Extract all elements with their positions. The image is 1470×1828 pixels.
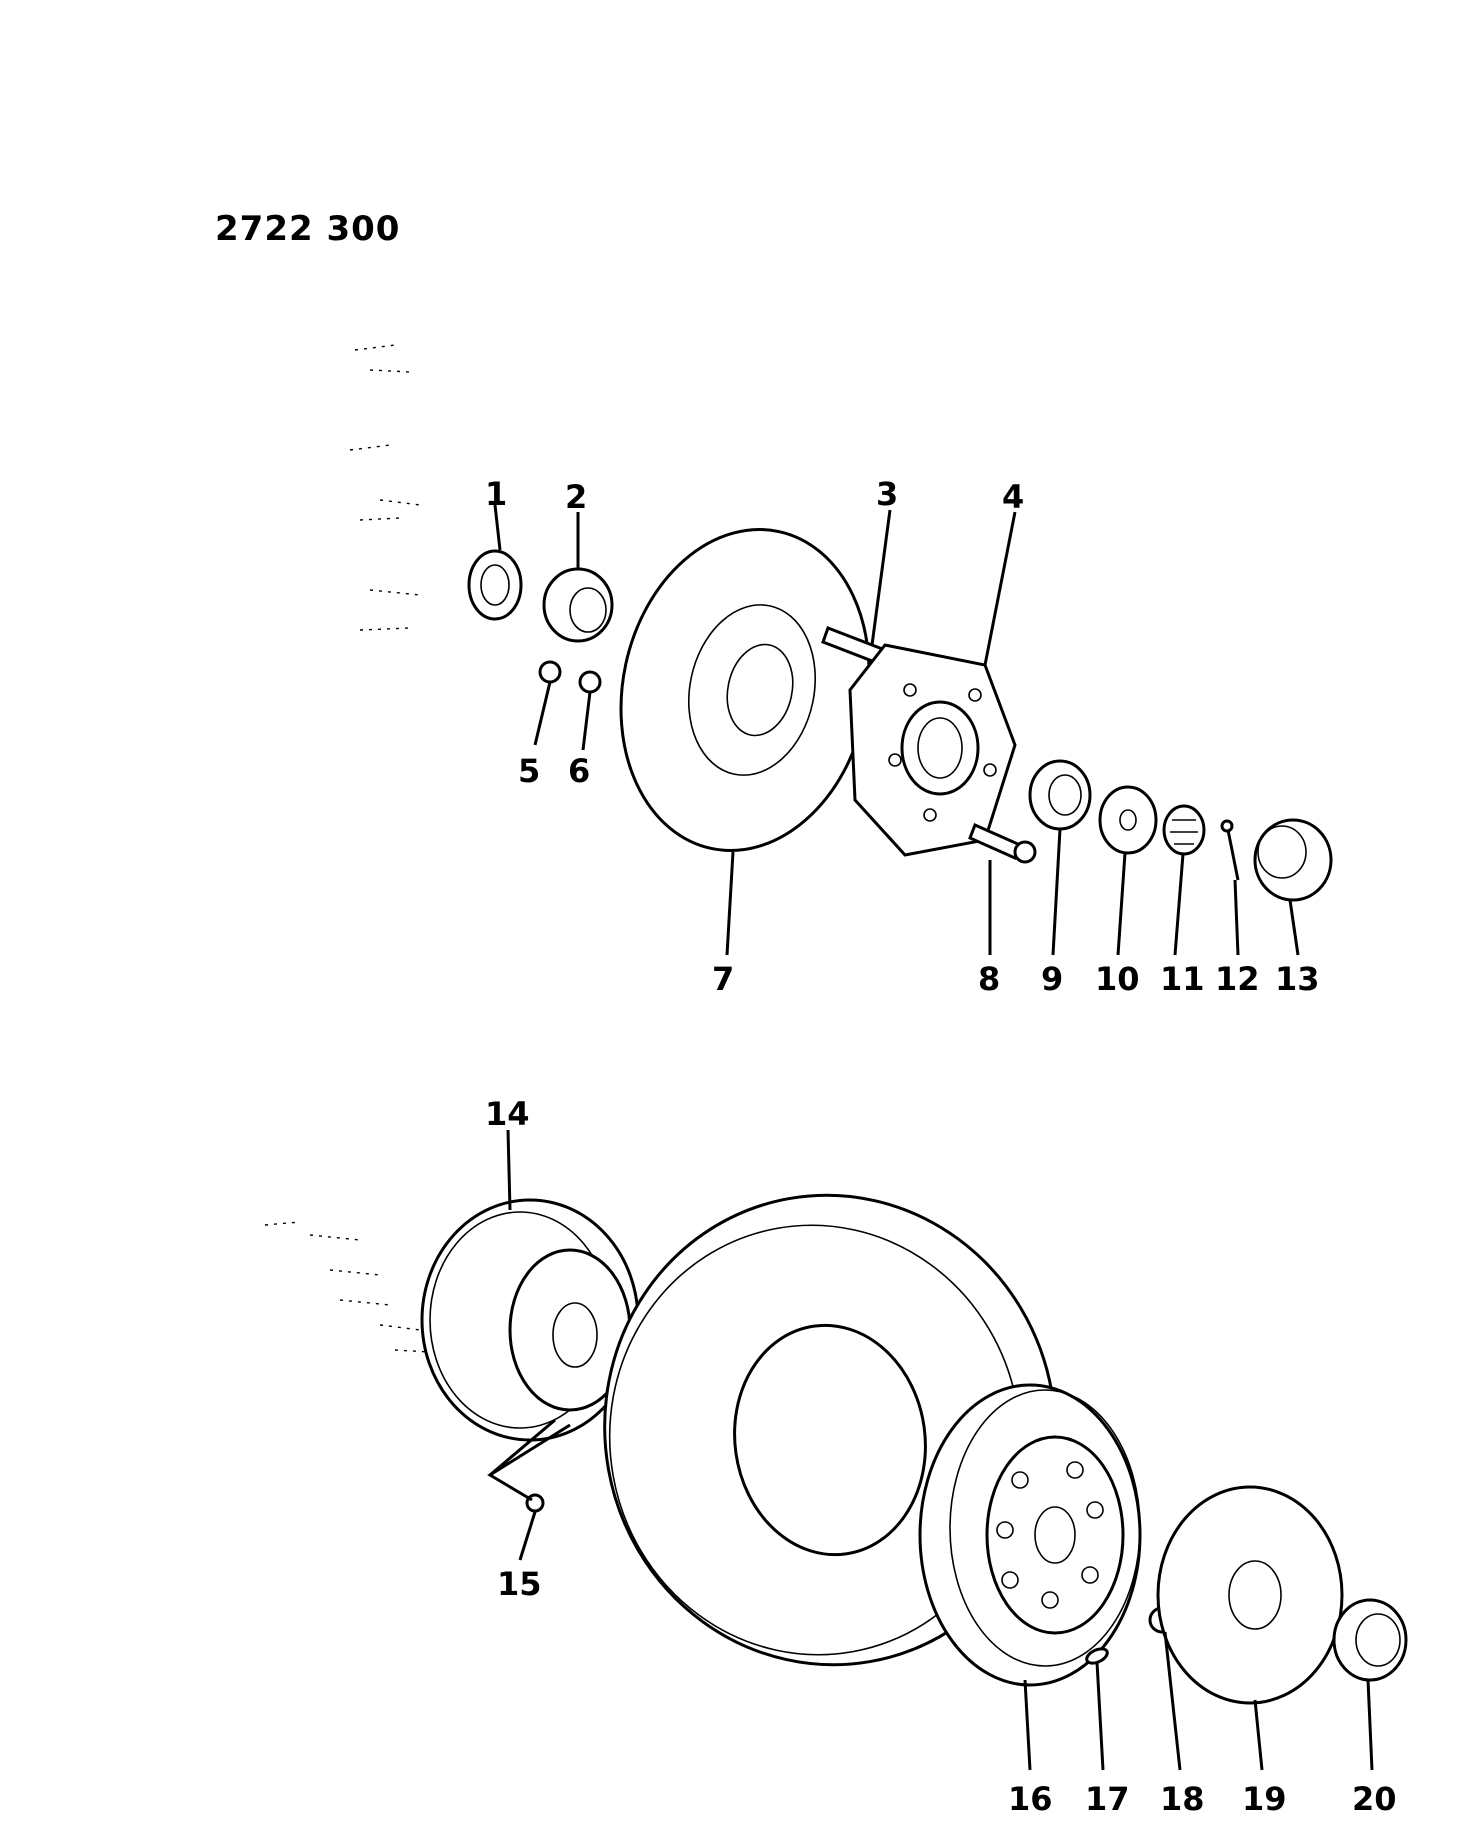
leader-lines-lower (487, 1129, 1374, 1771)
callout-7: 7 (712, 960, 734, 998)
knuckle-outline-lower (264, 1221, 431, 1353)
callout-19: 19 (1242, 1780, 1287, 1818)
part-6-nut (578, 670, 602, 694)
part-19-wheel-cover (1156, 1485, 1344, 1705)
part-2-inner-bearing (542, 567, 614, 643)
callout-20: 20 (1352, 1780, 1397, 1818)
callout-10: 10 (1095, 960, 1140, 998)
callout-1: 1 (485, 475, 507, 513)
diagram-code: 2722 300 (215, 209, 400, 249)
part-17-valve (1085, 1647, 1109, 1665)
callout-17: 17 (1085, 1780, 1130, 1818)
part-10-washer (1098, 785, 1158, 855)
callout-13: 13 (1275, 960, 1320, 998)
callout-6: 6 (568, 752, 590, 790)
callout-15: 15 (497, 1565, 542, 1603)
callout-14: 14 (485, 1095, 530, 1133)
callout-11: 11 (1160, 960, 1205, 998)
knuckle-outline (349, 344, 421, 631)
part-16-outer-wheel (918, 1383, 1142, 1687)
part-13-grease-cap (1253, 818, 1333, 902)
callout-5: 5 (518, 752, 540, 790)
part-20-hub-cap (1332, 1598, 1408, 1682)
part-7-brake-disc (619, 528, 871, 852)
part-9-bearing (1028, 759, 1092, 831)
part-12-cotter-pin (1220, 819, 1240, 881)
part-1-outer-bearing (467, 549, 523, 621)
callout-labels: 1 2 3 4 5 6 7 8 9 10 11 12 13 14 15 16 1… (485, 475, 1397, 1818)
part-8-bolt (968, 822, 1037, 864)
part-11-castle-nut (1162, 804, 1206, 856)
callout-8: 8 (978, 960, 1000, 998)
callout-9: 9 (1041, 960, 1063, 998)
callout-4: 4 (1002, 478, 1024, 516)
callout-12: 12 (1215, 960, 1260, 998)
part-4-hub (848, 643, 1017, 857)
callout-16: 16 (1008, 1780, 1053, 1818)
callout-18: 18 (1160, 1780, 1205, 1818)
part-14-inner-wheel (420, 1198, 640, 1442)
callout-3: 3 (876, 475, 898, 513)
part-5-nut (538, 660, 562, 684)
leader-lines-upper (493, 504, 1300, 956)
callout-2: 2 (565, 478, 587, 516)
